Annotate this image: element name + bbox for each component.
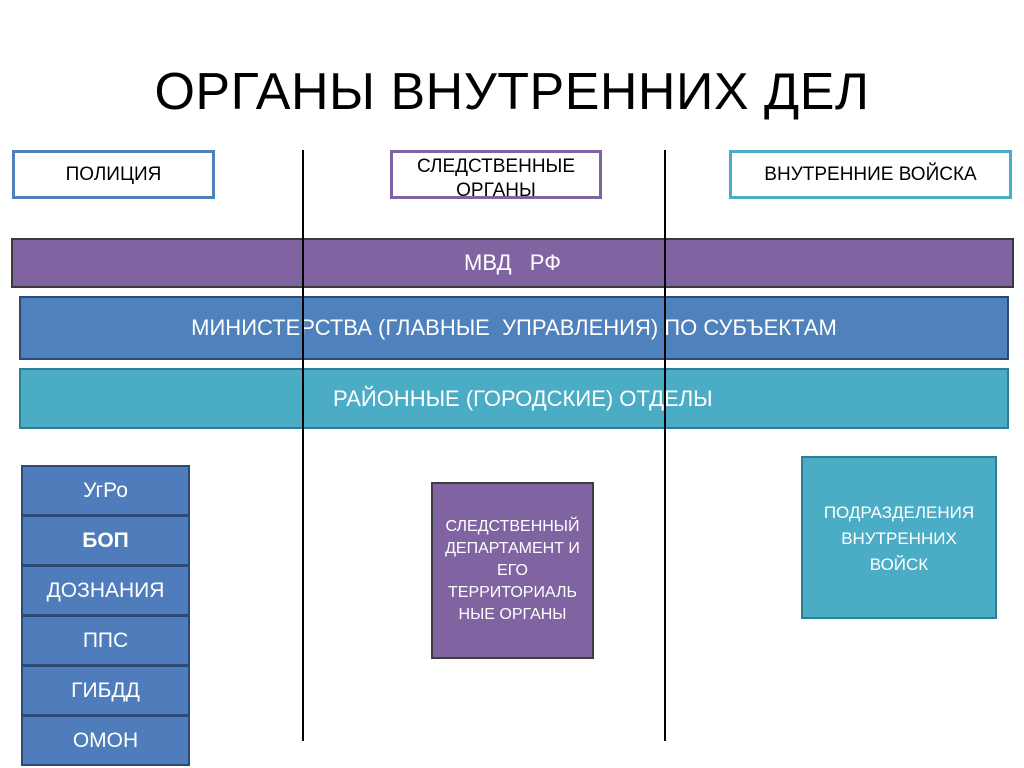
page-title: ОРГАНЫ ВНУТРЕННИХ ДЕЛ	[154, 63, 870, 121]
divider-line-right	[664, 150, 666, 741]
regional-ministries-bar: МИНИСТЕРСТВА (ГЛАВНЫЕ УПРАВЛЕНИЯ) ПО СУБ…	[19, 296, 1009, 360]
police-unit-omon: ОМОН	[21, 715, 190, 766]
investigative-bodies-box: СЛЕДСТВЕННЫЕ ОРГАНЫ	[390, 150, 602, 201]
police-label: ПОЛИЦИЯ	[65, 163, 162, 185]
police-unit-label: БОП	[82, 528, 129, 552]
mvd-rf-label: МВД РФ	[464, 250, 561, 275]
district-departments-label: РАЙОННЫЕ (ГОРОДСКИЕ) ОТДЕЛЫ	[333, 385, 713, 411]
police-unit-label: ДОЗНАНИЯ	[46, 578, 165, 602]
district-departments-bar: РАЙОННЫЕ (ГОРОДСКИЕ) ОТДЕЛЫ	[19, 368, 1009, 429]
police-unit-bop: БОП	[21, 515, 190, 566]
divider-line-left	[302, 150, 304, 741]
investigative-department-box: СЛЕДСТВЕННЫЙ ДЕПАРТАМЕНТ И ЕГО ТЕРРИТОРИ…	[431, 482, 594, 659]
police-unit-inquiry: ДОЗНАНИЯ	[21, 565, 190, 616]
police-unit-label: ППС	[82, 628, 129, 652]
police-unit-label: УгРо	[83, 478, 128, 502]
police-unit-label: ГИБДД	[71, 678, 140, 702]
police-unit-ugro: УгРо	[21, 465, 190, 516]
police-box: ПОЛИЦИЯ	[12, 150, 215, 199]
internal-troops-label: ВНУТРЕННИЕ ВОЙСКА	[764, 163, 977, 185]
troops-units-box: ПОДРАЗДЕЛЕНИЯ ВНУТРЕННИХ ВОЙСК	[801, 456, 997, 619]
mvd-rf-bar: МВД РФ	[11, 238, 1014, 288]
investigative-bodies-label: СЛЕДСТВЕННЫЕ ОРГАНЫ	[416, 156, 576, 201]
troops-units-label: ПОДРАЗДЕЛЕНИЯ ВНУТРЕННИХ ВОЙСК	[823, 503, 975, 574]
police-unit-gibdd: ГИБДД	[21, 665, 190, 716]
internal-troops-box: ВНУТРЕННИЕ ВОЙСКА	[729, 150, 1012, 199]
investigative-department-label: СЛЕДСТВЕННЫЙ ДЕПАРТАМЕНТ И ЕГО ТЕРРИТОРИ…	[445, 517, 580, 623]
regional-ministries-label: МИНИСТЕРСТВА (ГЛАВНЫЕ УПРАВЛЕНИЯ) ПО СУБ…	[191, 315, 837, 340]
police-unit-label: ОМОН	[72, 728, 139, 752]
police-unit-pps: ППС	[21, 615, 190, 666]
